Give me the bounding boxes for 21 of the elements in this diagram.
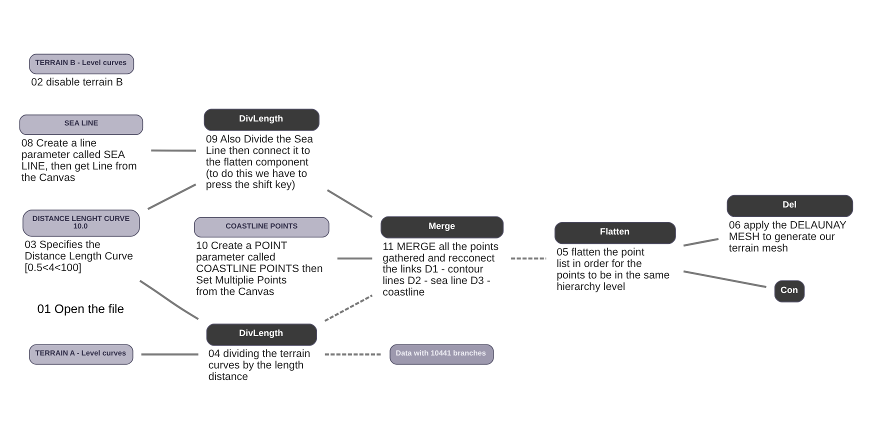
connector [683,238,719,247]
node-label: 04 dividing the terrain curves by the length distance [208,348,310,384]
connector [326,189,373,218]
connector [151,149,196,152]
connector [324,353,382,356]
connector [147,184,196,210]
node-label: 03 Specifies the Distance Length Curve [0.5<4<100] [24,239,134,274]
connector [324,294,373,322]
connector [337,257,372,260]
node-label: 10 Create a POINT parameter called COASTLINE POINTS then Set Multiplie Points from the Canvas [196,240,323,298]
node-label: 05 flatten the point list in order for the points to be in the same hierarchy level [556,246,670,293]
label: 01 Open the file [37,302,124,316]
node-label: 11 MERGE all the points gathered and recconect the links D1 - contour lines D2 - sea line D3 - coastline [382,240,499,299]
node-label: 09 Also Divide the Sea Line then connect it to the flatten component (to do this we have to press the shift key) [206,133,314,192]
node-label: 08 Create a line parameter called SEA LINE, then get Line from the Canvas [21,137,137,184]
connector [141,353,198,356]
connector [139,280,199,320]
node-label: 02 disable terrain B [31,76,123,89]
connector [683,270,766,288]
node-label: 06 apply the DELAUNAY MESH to generate our terrain mesh [728,219,847,254]
connector [511,257,546,260]
